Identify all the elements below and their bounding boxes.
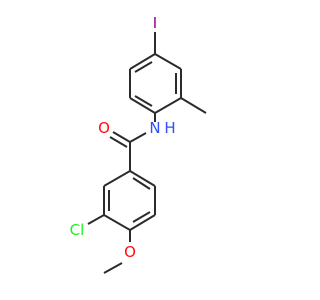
double-bond-inner	[134, 95, 153, 107]
atom-label-carbonyl-oxygen: O	[98, 119, 110, 137]
bond	[129, 97, 156, 114]
molecule-diagram: I N H O Cl O	[69, 14, 207, 274]
bond	[129, 170, 156, 187]
atom-label-methoxy-oxygen: O	[124, 243, 136, 261]
atom-label-iodine: I	[153, 14, 157, 32]
atom-label-nitrogen: N	[149, 119, 160, 137]
bond	[129, 214, 156, 231]
bond-carbonyl-o-double	[109, 136, 128, 148]
bond	[103, 214, 131, 231]
structure-drawing: I N H O Cl O	[70, 14, 207, 274]
atom-label-chlorine: Cl	[70, 221, 85, 239]
double-bond-inner	[134, 61, 153, 73]
bond-n-carbonyl	[129, 132, 147, 143]
bond-methyl	[180, 97, 207, 114]
bond	[103, 170, 131, 187]
bond-carbonyl-o	[112, 131, 131, 143]
double-bond-inner	[132, 177, 151, 190]
bond	[154, 53, 182, 70]
bond	[154, 97, 182, 114]
lower-ring	[103, 170, 156, 231]
atom-label-nh-hydrogen: H	[164, 119, 175, 137]
bond-o-methyl	[103, 262, 123, 274]
bond	[129, 53, 156, 70]
bond-c-cl	[87, 214, 105, 225]
double-bond-inner	[132, 211, 151, 223]
upper-ring	[129, 53, 182, 114]
